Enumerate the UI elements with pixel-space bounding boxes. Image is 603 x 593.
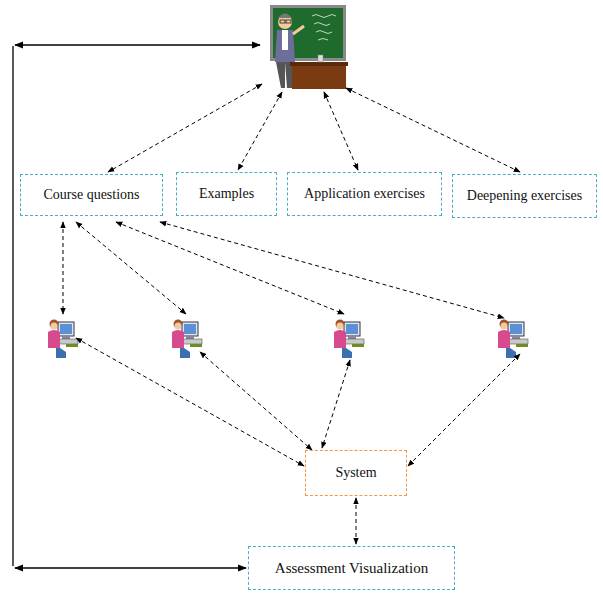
box-label: System (335, 465, 376, 482)
student-icon (48, 320, 78, 359)
connector (356, 498, 357, 544)
assessment-box: Assessment Visualization (248, 546, 455, 590)
box-label: Assessment Visualization (275, 559, 428, 577)
content-box: Deepening exercises (452, 174, 597, 218)
student-icon (172, 320, 202, 359)
system-box: System (305, 450, 407, 496)
teacher-illustration (270, 5, 348, 89)
box-label: Application exercises (304, 186, 425, 203)
feedback-loop (13, 45, 260, 568)
student-icon (334, 320, 364, 359)
content-box: Application exercises (287, 172, 442, 216)
box-label: Examples (199, 186, 254, 203)
box-label: Course questions (43, 187, 139, 204)
content-box: Examples (176, 172, 277, 216)
box-label: Deepening exercises (467, 188, 582, 205)
dashed-arrows (63, 84, 520, 466)
student-icon (498, 320, 528, 359)
content-box: Course questions (20, 174, 163, 216)
